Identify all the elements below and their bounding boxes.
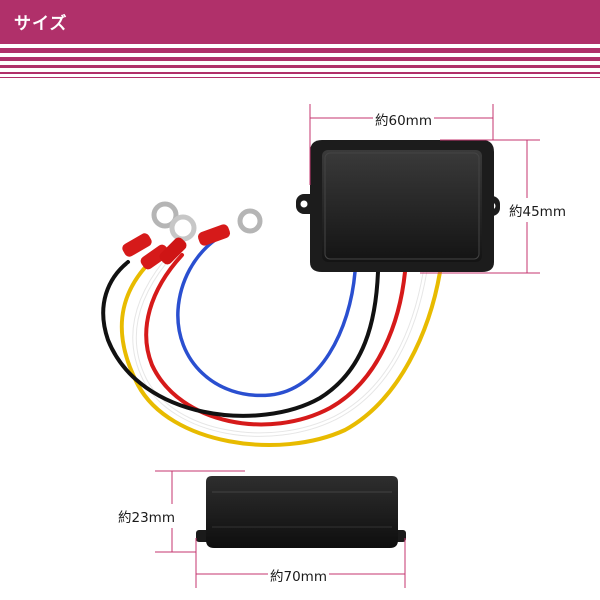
ring-terminal-3 (237, 208, 263, 234)
wire-white (132, 259, 428, 437)
header-stripes (0, 44, 600, 84)
page-title: サイズ (14, 14, 68, 34)
ring-terminal-2 (169, 214, 197, 242)
dimension-lines-side (155, 470, 406, 588)
dimension-label-side-width: 約70mm (268, 565, 329, 585)
wire-red (144, 253, 407, 427)
crimp-red-1 (122, 233, 152, 257)
dimension-label-side-height: 約23mm (118, 504, 175, 528)
header-bar: サイズ (0, 0, 600, 44)
controller-side-view (196, 476, 406, 548)
stripe-3 (0, 65, 600, 68)
box-lid (322, 150, 482, 262)
wire-yellow (119, 260, 442, 447)
wire-black (101, 260, 380, 418)
crimp-red-4 (197, 224, 231, 246)
controller-top-view (296, 140, 500, 272)
side-box-body (206, 476, 398, 548)
terminals (122, 201, 263, 270)
stripe-1 (0, 48, 600, 53)
ring-terminal-1 (151, 201, 179, 229)
wire-white-outline (133, 260, 427, 436)
stripe-4 (0, 72, 600, 74)
dimension-label-top-height: 約45mm (509, 198, 566, 222)
stripe-2 (0, 57, 600, 61)
crimp-red-2 (140, 244, 170, 270)
dimension-label-top-width: 約60mm (373, 109, 434, 129)
crimp-red-3 (159, 237, 187, 265)
stripe-5 (0, 77, 600, 78)
wire-bundle (101, 238, 442, 447)
wire-blue (176, 238, 357, 398)
